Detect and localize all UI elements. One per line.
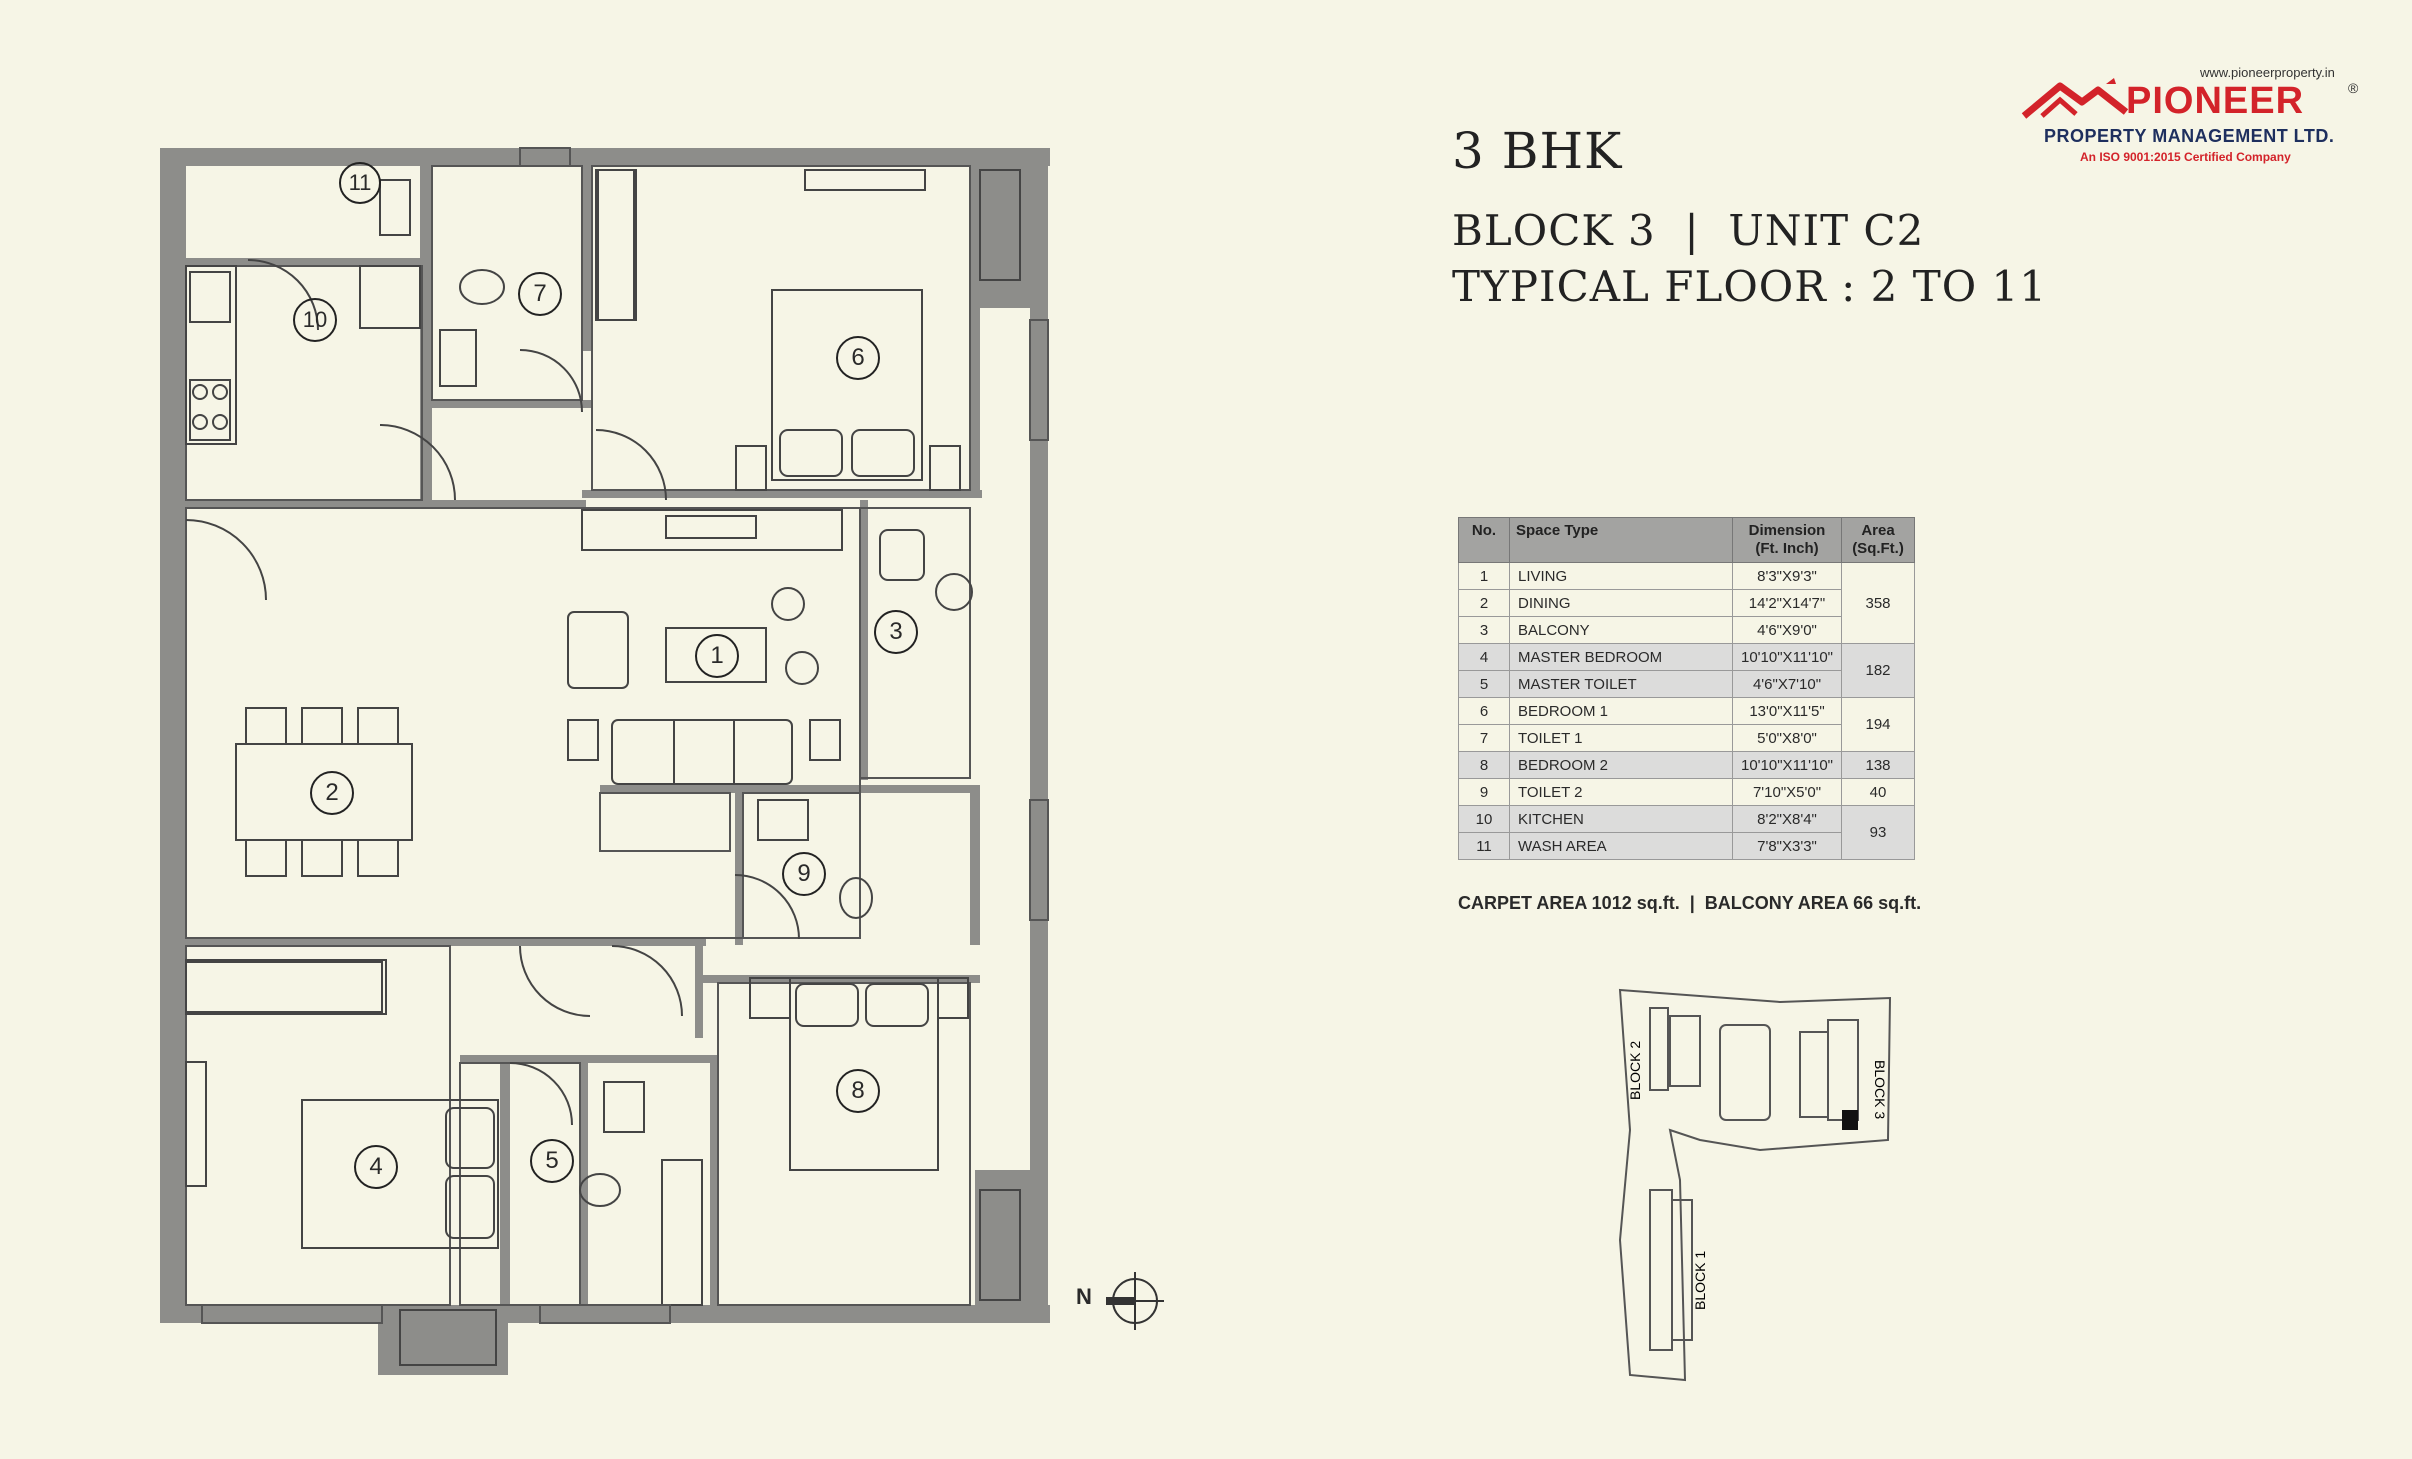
- table-row: 9 TOILET 2 7'10"X5'0" 40: [1458, 778, 1916, 806]
- row-no: 8: [1458, 751, 1510, 779]
- keyplan-block3-label: BLOCK 3: [1872, 1060, 1888, 1119]
- logo-name: PIONEER: [2126, 80, 2305, 122]
- north-label: N: [1076, 1284, 1092, 1309]
- row-space: KITCHEN: [1509, 805, 1733, 833]
- row-dim: 14'2"X14'7": [1731, 589, 1843, 617]
- wardrobes: [185, 169, 1021, 1366]
- area-group: 40: [1841, 778, 1916, 806]
- logo-registered: ®: [2348, 80, 2359, 96]
- company-logo: www.pioneerproperty.in PIONEER ® PROPERT…: [2020, 62, 2360, 172]
- room-number-4: 4: [354, 1145, 398, 1189]
- area-group: 182: [1841, 643, 1916, 698]
- col-space-header: Space Type: [1509, 517, 1733, 563]
- table-row: 7 TOILET 1 5'0"X8'0": [1458, 724, 1915, 752]
- room-number-8: 8: [836, 1069, 880, 1113]
- table-row: 8 BEDROOM 2 10'10"X11'10" 138: [1458, 751, 1916, 779]
- row-no: 5: [1458, 670, 1510, 698]
- area-group: 93: [1841, 805, 1916, 860]
- row-dim: 4'6"X9'0": [1731, 616, 1843, 644]
- row-no: 7: [1458, 724, 1510, 752]
- row-no: 11: [1458, 832, 1510, 860]
- row-space: LIVING: [1509, 562, 1733, 590]
- area-table: No. Space Type Dimension(Ft. Inch) Area(…: [1458, 517, 1916, 860]
- row-space: MASTER TOILET: [1509, 670, 1733, 698]
- row-dim: 5'0"X8'0": [1731, 724, 1843, 752]
- block-unit-title: BLOCK 3 | UNIT C2: [1452, 206, 1925, 255]
- logo-roof-icon: [2021, 78, 2129, 119]
- row-dim: 4'6"X7'10": [1731, 670, 1843, 698]
- table-row: 2 DINING 14'2"X14'7": [1458, 589, 1915, 617]
- area-group: 138: [1841, 751, 1916, 779]
- row-space: BALCONY: [1509, 616, 1733, 644]
- table-header-row: No. Space Type Dimension(Ft. Inch) Area(…: [1458, 517, 1916, 563]
- floor-title: TYPICAL FLOOR : 2 TO 11: [1452, 262, 2047, 311]
- row-space: TOILET 2: [1509, 778, 1733, 806]
- row-space: WASH AREA: [1509, 832, 1733, 860]
- row-space: DINING: [1509, 589, 1733, 617]
- room-number-7: 7: [518, 272, 562, 316]
- table-row: 5 MASTER TOILET 4'6"X7'10": [1458, 670, 1915, 698]
- row-space: MASTER BEDROOM: [1509, 643, 1733, 671]
- area-summary: CARPET AREA 1012 sq.ft. | BALCONY AREA 6…: [1458, 893, 1922, 913]
- room-number-9: 9: [782, 852, 826, 896]
- room-number-11: 11: [339, 162, 381, 204]
- keyplan-block2-label: BLOCK 2: [1627, 1041, 1643, 1100]
- room-number-5: 5: [530, 1139, 574, 1183]
- room-number-6: 6: [836, 336, 880, 380]
- walls: [160, 148, 1050, 1375]
- table-row: 11 WASH AREA 7'8"X3'3": [1458, 832, 1915, 860]
- room-number-1: 1: [695, 634, 739, 678]
- table-row: 4 MASTER BEDROOM 10'10"X11'10" 182: [1458, 643, 1916, 698]
- logo-cert: An ISO 9001:2015 Certified Company: [2080, 150, 2291, 164]
- col-area-header: Area(Sq.Ft.): [1841, 517, 1916, 563]
- col-dimension-header: Dimension(Ft. Inch): [1731, 517, 1843, 563]
- table-row: 10 KITCHEN 8'2"X8'4" 93: [1458, 805, 1916, 860]
- table-row: 1 LIVING 8'3"X9'3" 358: [1458, 562, 1916, 644]
- doors: [185, 259, 800, 1126]
- windows: [201, 147, 1049, 1324]
- row-no: 9: [1458, 778, 1510, 806]
- key-plan: BLOCK 2 BLOCK 3 BLOCK 1: [1618, 988, 1892, 1382]
- row-no: 10: [1458, 805, 1510, 833]
- row-dim: 7'8"X3'3": [1731, 832, 1843, 860]
- row-space: BEDROOM 2: [1509, 751, 1733, 779]
- room-number-10: 10: [293, 298, 337, 342]
- area-group: 358: [1841, 562, 1916, 644]
- room-number-3: 3: [874, 610, 918, 654]
- area-group: 194: [1841, 697, 1916, 752]
- compass-icon: [1106, 1272, 1164, 1330]
- row-no: 1: [1458, 562, 1510, 590]
- row-dim: 8'3"X9'3": [1731, 562, 1843, 590]
- bhk-title: 3 BHK: [1452, 122, 1623, 180]
- keyplan-block1-label: BLOCK 1: [1692, 1251, 1708, 1310]
- logo-url: www.pioneerproperty.in: [2200, 65, 2335, 80]
- room-number-2: 2: [310, 771, 354, 815]
- logo-subtitle: PROPERTY MANAGEMENT LTD.: [2044, 126, 2335, 146]
- col-no-header: No.: [1458, 517, 1510, 563]
